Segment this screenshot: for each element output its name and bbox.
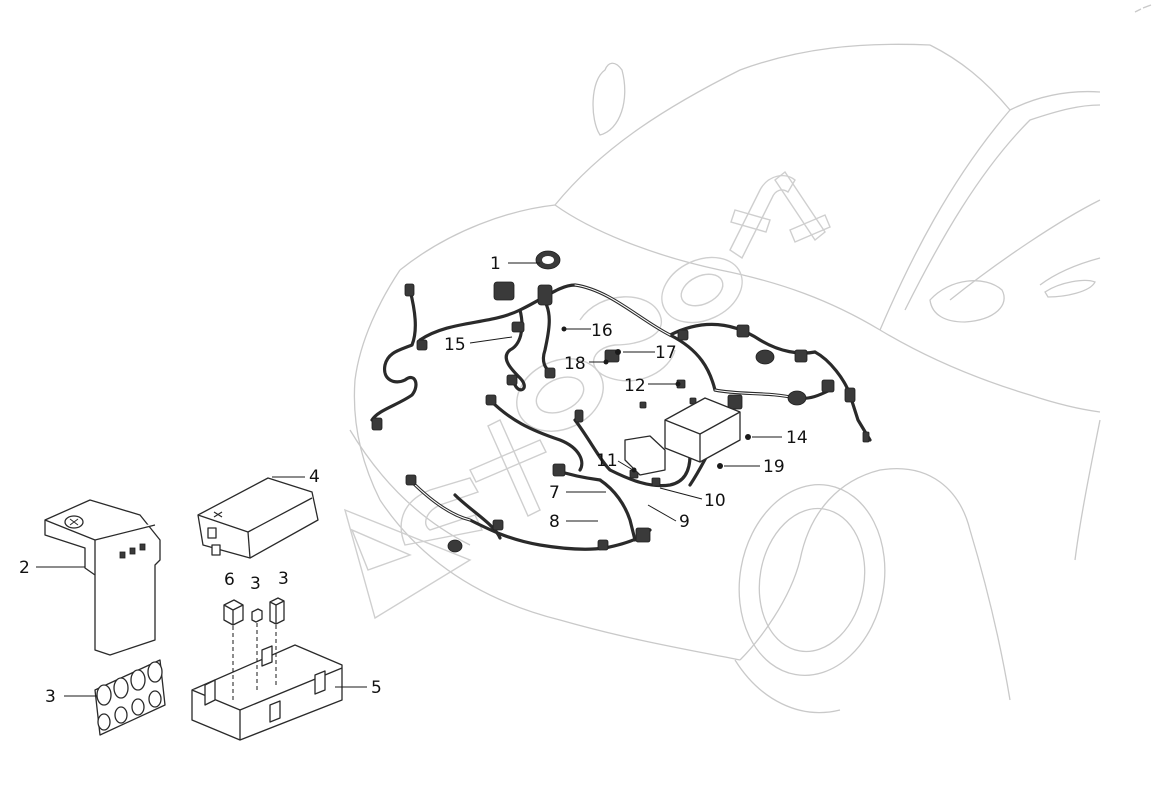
harness-connectors — [371, 250, 870, 553]
callout-19: 19 — [763, 457, 785, 477]
callout-11: 11 — [596, 451, 618, 471]
callout-5: 5 — [371, 678, 382, 698]
callout-12: 12 — [624, 376, 646, 396]
callout-3-fuse-strip: 3 — [45, 687, 56, 707]
junction-box-cover — [44, 499, 161, 656]
callout-18: 18 — [564, 354, 586, 374]
fastener-markers — [561, 326, 751, 473]
callout-10: 10 — [704, 491, 726, 511]
fuse-link-strip — [94, 659, 166, 736]
fuse-box-body — [191, 644, 343, 741]
callout-15: 15 — [444, 335, 466, 355]
callout-labels: 1 2 3 3 3 4 5 6 7 8 9 10 11 12 14 15 16 … — [19, 254, 808, 707]
callout-9: 9 — [679, 512, 690, 532]
callout-17: 17 — [655, 343, 677, 363]
callout-7: 7 — [549, 483, 560, 503]
callout-1: 1 — [490, 254, 501, 274]
relay-bracket — [624, 435, 666, 476]
car-body-outline — [349, 4, 1152, 714]
fuse-box-lid — [197, 477, 319, 559]
callout-3-fuse-right: 3 — [278, 569, 289, 589]
callout-2: 2 — [19, 558, 30, 578]
callout-8: 8 — [549, 512, 560, 532]
assembly-dashed-lines — [232, 623, 277, 700]
autosoft-watermark — [343, 170, 831, 620]
callout-6: 6 — [224, 570, 235, 590]
relay-and-fuses — [223, 597, 285, 626]
leader-lines — [36, 262, 782, 697]
installed-fuse-box — [664, 397, 741, 463]
callout-16: 16 — [591, 321, 613, 341]
callout-4: 4 — [309, 467, 320, 487]
callout-3-fuse-middle: 3 — [250, 574, 261, 594]
engine-wiring-harness — [370, 283, 872, 551]
callout-14: 14 — [786, 428, 808, 448]
